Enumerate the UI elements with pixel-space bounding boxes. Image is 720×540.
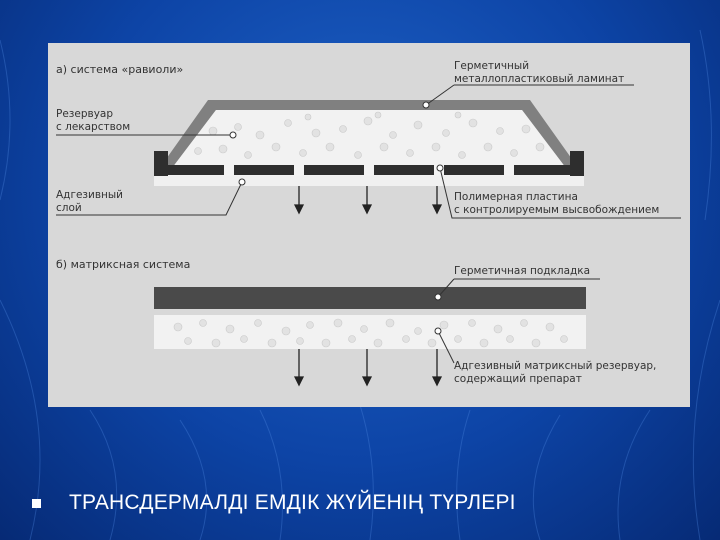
release-arrows-b bbox=[293, 349, 443, 387]
adhesive-matrix-reservoir bbox=[154, 315, 586, 349]
label-backing: Герметичная подкладка bbox=[454, 265, 590, 277]
label-matrix-line2: содержащий препарат bbox=[454, 373, 582, 385]
drug-reservoir bbox=[166, 110, 572, 176]
transdermal-systems-diagram: а) система «равиоли» bbox=[56, 60, 681, 387]
diagram-panel: а) система «равиоли» bbox=[48, 43, 690, 407]
slide-caption: ТРАНСДЕРМАЛДІ ЕМДІК ЖҮЙЕНІҢ ТҮРЛЕРІ bbox=[69, 491, 516, 514]
leader-lines-b bbox=[434, 278, 600, 364]
release-arrows-a bbox=[293, 186, 443, 215]
label-membrane-line1: Полимерная пластина bbox=[454, 191, 578, 203]
label-laminate-line1: Герметичный bbox=[454, 60, 529, 72]
sealed-backing bbox=[154, 287, 586, 309]
adhesive-layer bbox=[154, 176, 584, 186]
slide-caption-row: ТРАНСДЕРМАЛДІ ЕМДІК ЖҮЙЕНІҢ ТҮРЛЕРІ bbox=[32, 486, 692, 520]
label-reservoir-line1: Резервуар bbox=[56, 108, 113, 120]
label-matrix-line1: Адгезивный матриксный резервуар, bbox=[454, 360, 656, 372]
square-bullet-icon bbox=[32, 498, 41, 508]
drug-particles-a bbox=[194, 111, 545, 159]
section-a-title: а) система «равиоли» bbox=[56, 63, 183, 76]
label-membrane-line2: с контролируемым высвобождением bbox=[454, 204, 659, 216]
leader-lines-a bbox=[56, 84, 681, 219]
label-reservoir-line2: с лекарством bbox=[56, 121, 130, 133]
drug-particles-b bbox=[173, 318, 568, 348]
section-b-title: б) матриксная система bbox=[56, 258, 190, 271]
release-membrane bbox=[154, 165, 584, 175]
label-adhesive-line2: слой bbox=[56, 202, 82, 214]
label-adhesive-line1: Адгезивный bbox=[56, 189, 123, 201]
label-laminate-line2: металлопластиковый ламинат bbox=[454, 73, 624, 85]
